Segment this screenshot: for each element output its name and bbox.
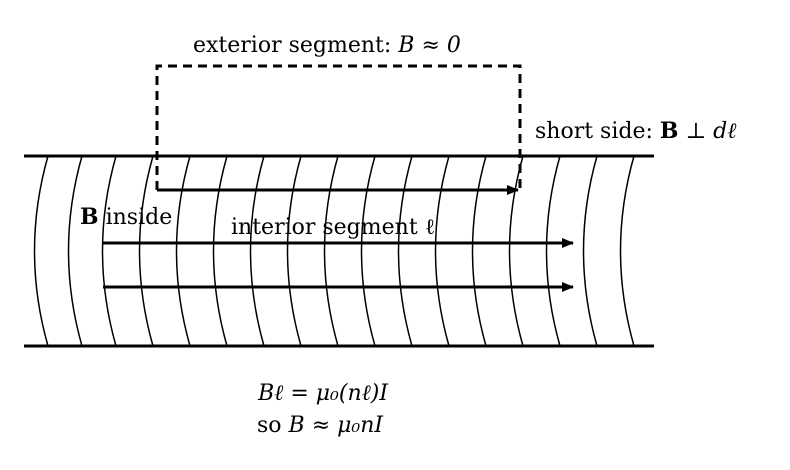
coil-turn-1 [33,155,49,347]
short-side-B: B [660,118,679,144]
b-inside-text: inside [99,205,173,230]
coil-turn-2 [67,155,83,347]
exterior-segment-label: exterior segment: B ≈ 0 [193,33,461,58]
coil-turn-10 [360,155,376,347]
coil-turn-5 [175,155,191,347]
amperian-loop-exterior-dashed [155,64,522,190]
b-inside-label: B inside [80,204,172,230]
equation-line-1: Bℓ = μ₀(nℓ)I [257,381,389,406]
coil-turn-12 [434,155,450,347]
coil-turn-15 [545,155,561,347]
coil-turn-8 [286,155,302,347]
short-side-text: short side: [535,119,660,144]
coil-turn-14 [508,155,524,347]
exterior-segment-math: B ≈ 0 [397,33,461,58]
equation-line-2-math: B ≈ μ₀nI [288,413,385,438]
equation-line-2: so B ≈ μ₀nI [257,413,384,438]
coil-turn-6 [212,155,228,347]
equation-line-2-so: so [257,413,289,438]
coil-turn-3 [101,155,117,347]
short-side-label: short side: B ⊥ dℓ [535,118,737,144]
exterior-segment-text: exterior segment: [193,33,398,58]
coil-turn-7 [249,155,265,347]
coil-turn-17 [619,155,635,347]
interior-segment-label: interior segment ℓ [231,215,435,240]
b-inside-B: B [80,204,99,230]
amperian-loop [155,64,522,195]
coil-turn-4 [138,155,154,347]
solenoid [24,154,654,348]
coil-turn-13 [471,155,487,347]
coil-turn-11 [397,155,413,347]
coil-turn-9 [323,155,339,347]
coil-turn-16 [582,155,598,347]
solenoid-coils [33,155,635,347]
field-arrows [103,238,574,292]
short-side-math: ⊥ dℓ [679,119,738,144]
